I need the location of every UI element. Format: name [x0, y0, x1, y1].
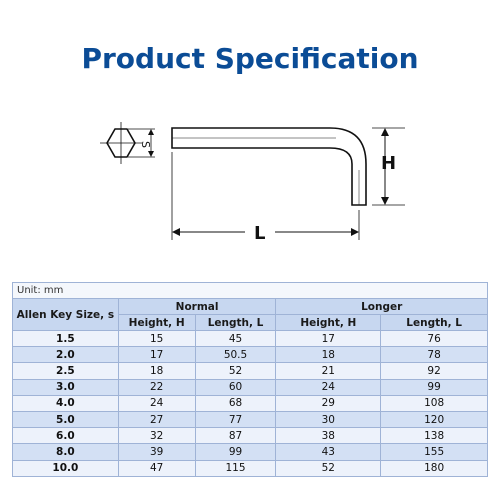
cell-normal-height: 47	[117, 459, 196, 477]
cell-normal-height: 24	[117, 394, 196, 412]
cell-normal-height: 15	[117, 329, 196, 348]
cell-longer-length: 99	[380, 378, 488, 396]
height-dimension	[372, 127, 405, 206]
cell-longer-length: 108	[380, 394, 488, 412]
table-row: 4.0 24 68 29 108	[12, 394, 488, 412]
dim-label-h: H	[381, 153, 396, 174]
cell-normal-height: 18	[117, 362, 196, 380]
cell-normal-length: 52	[194, 362, 277, 380]
cell-normal-length: 68	[194, 394, 277, 412]
normal-length-header: Length, L	[194, 314, 277, 331]
table-row: 1.5 15 45 17 76	[12, 329, 488, 348]
longer-height-header: Height, H	[275, 314, 382, 331]
cell-longer-height: 52	[275, 459, 382, 477]
cell-size: 6.0	[12, 427, 119, 445]
length-dimension	[171, 152, 360, 240]
cell-longer-height: 17	[275, 329, 382, 348]
cell-normal-height: 17	[117, 346, 196, 364]
dim-label-l: L	[254, 223, 265, 244]
cell-size: 1.5	[12, 329, 119, 348]
cell-normal-length: 87	[194, 427, 277, 445]
cell-normal-length: 60	[194, 378, 277, 396]
cell-normal-length: 50.5	[194, 346, 277, 364]
cell-size: 10.0	[12, 459, 119, 477]
cell-normal-height: 32	[117, 427, 196, 445]
cell-longer-length: 155	[380, 443, 488, 461]
cell-longer-height: 29	[275, 394, 382, 412]
cell-longer-length: 92	[380, 362, 488, 380]
longer-group-header: Longer	[275, 298, 488, 315]
cell-longer-height: 43	[275, 443, 382, 461]
table-row: 5.0 27 77 30 120	[12, 410, 488, 429]
cell-normal-length: 115	[194, 459, 277, 477]
allen-key-diagram: S H L	[100, 122, 405, 244]
cell-longer-height: 38	[275, 427, 382, 445]
longer-length-header: Length, L	[380, 314, 488, 331]
cell-longer-length: 78	[380, 346, 488, 364]
cell-longer-height: 21	[275, 362, 382, 380]
cell-size: 2.5	[12, 362, 119, 380]
allen-key-outline	[171, 127, 367, 206]
cell-normal-height: 22	[117, 378, 196, 396]
table-row: 3.0 22 60 24 99	[12, 378, 488, 396]
cell-size: 3.0	[12, 378, 119, 396]
cell-size: 5.0	[12, 410, 119, 429]
normal-height-header: Height, H	[117, 314, 196, 331]
table-row: 2.0 17 50.5 18 78	[12, 346, 488, 364]
cell-normal-height: 27	[117, 410, 196, 429]
page-title: Product Specification	[81, 42, 419, 75]
cell-longer-height: 30	[275, 410, 382, 429]
cell-longer-length: 138	[380, 427, 488, 445]
cell-size: 4.0	[12, 394, 119, 412]
cell-normal-length: 99	[194, 443, 277, 461]
cell-normal-height: 39	[117, 443, 196, 461]
cell-longer-height: 24	[275, 378, 382, 396]
hex-section-icon	[100, 122, 155, 164]
spec-table-body: 1.5 15 45 17 76 2.0 17 50.5 18 78 2.5 18…	[12, 329, 488, 477]
cell-longer-length: 120	[380, 410, 488, 429]
cell-longer-height: 18	[275, 346, 382, 364]
cell-longer-length: 180	[380, 459, 488, 477]
table-row: 2.5 18 52 21 92	[12, 362, 488, 380]
unit-label: Unit: mm	[12, 282, 488, 298]
spec-table: Allen Key Size, s Normal Longer Height, …	[12, 298, 488, 477]
cell-longer-length: 76	[380, 329, 488, 348]
cell-size: 2.0	[12, 346, 119, 364]
cell-normal-length: 45	[194, 329, 277, 348]
table-row: 6.0 32 87 38 138	[12, 427, 488, 445]
table-row: 10.0 47 115 52 180	[12, 459, 488, 477]
cell-size: 8.0	[12, 443, 119, 461]
normal-group-header: Normal	[117, 298, 277, 315]
table-row: 8.0 39 99 43 155	[12, 443, 488, 461]
cell-normal-length: 77	[194, 410, 277, 429]
dim-label-s: S	[139, 141, 152, 148]
size-header: Allen Key Size, s	[12, 298, 119, 331]
